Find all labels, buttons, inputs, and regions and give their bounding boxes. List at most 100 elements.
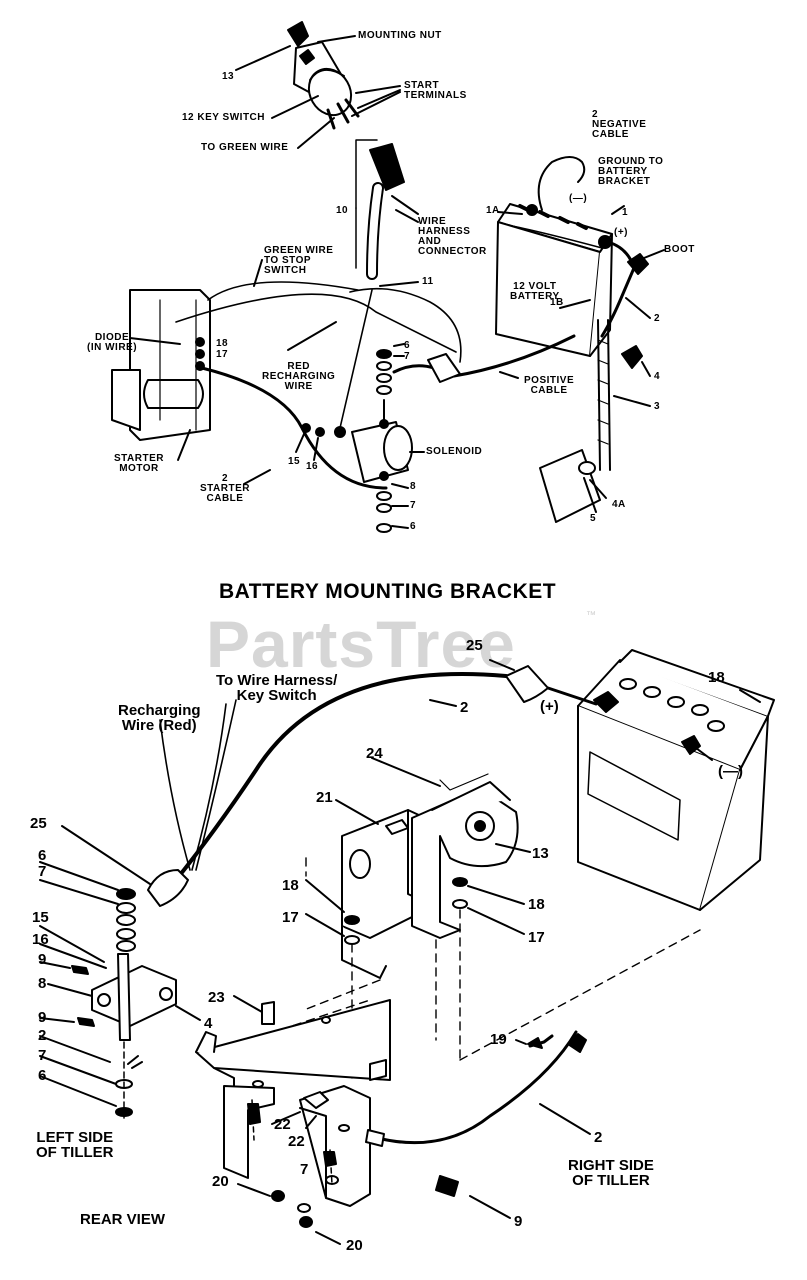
leader-19 bbox=[515, 1039, 527, 1045]
leader-mounting-nut bbox=[317, 35, 356, 43]
callout-negative-bottom: (—) bbox=[718, 763, 743, 780]
leader-2-right bbox=[539, 1103, 591, 1135]
leader-6-left bbox=[39, 1075, 117, 1107]
label-left-side: LEFT SIDE OF TILLER bbox=[36, 1129, 114, 1161]
callout-6-top: 6 bbox=[404, 340, 411, 351]
leader-9-bottom bbox=[469, 1195, 511, 1219]
callout-negative-top: (—) bbox=[569, 193, 588, 204]
callout-15-left: 15 bbox=[32, 909, 49, 926]
callout-20-bottom: 20 bbox=[346, 1237, 363, 1254]
callout-23: 23 bbox=[208, 989, 225, 1006]
leader-1a bbox=[497, 211, 523, 215]
leader-24 bbox=[371, 757, 441, 787]
leader-green-wire-stop bbox=[253, 259, 263, 287]
callout-15-top: 15 bbox=[288, 456, 301, 467]
leader-20-bottom bbox=[315, 1231, 341, 1245]
callout-17-left-bracket: 17 bbox=[282, 909, 299, 926]
leader-5 bbox=[583, 477, 597, 513]
callout-positive-bottom: (+) bbox=[540, 698, 559, 715]
leader-25-left bbox=[61, 825, 151, 885]
callout-13-top: 13 bbox=[222, 71, 235, 82]
leader-3 bbox=[613, 395, 651, 407]
callout-18-top: 18 bbox=[216, 338, 229, 349]
red-recharging-wire bbox=[175, 293, 457, 353]
callout-8-left: 8 bbox=[38, 975, 47, 992]
left-bracket-drawing bbox=[71, 953, 177, 1041]
callout-25-top-bottom: 25 bbox=[466, 637, 483, 654]
callout-6-left-b: 6 bbox=[38, 1067, 47, 1084]
starter-motor-drawing bbox=[111, 289, 211, 441]
leader-harness bbox=[391, 195, 419, 223]
label-to-wire-harness: To Wire Harness/ Key Switch bbox=[216, 672, 338, 704]
callout-3-top: 3 bbox=[654, 401, 661, 412]
watermark-brand: PartsTree bbox=[206, 607, 516, 681]
label-to-green-wire: TO GREEN WIRE bbox=[201, 142, 289, 153]
callout-25-left: 25 bbox=[30, 815, 47, 832]
callout-2-top: 2 bbox=[654, 313, 661, 324]
leader-4a bbox=[589, 479, 607, 499]
callout-6b-top: 6 bbox=[410, 521, 417, 532]
callout-20-left: 20 bbox=[212, 1173, 229, 1190]
leader-13 bbox=[235, 45, 291, 71]
callout-9-left-b: 9 bbox=[38, 1009, 47, 1026]
bottom-battery-drawing bbox=[577, 649, 775, 911]
callout-16-top: 16 bbox=[306, 461, 319, 472]
leader-1 bbox=[611, 205, 625, 215]
leader-15-16-left bbox=[39, 925, 107, 969]
green-wire bbox=[207, 281, 359, 301]
leader-start-terminals bbox=[351, 85, 401, 117]
leader-2-top-bottom bbox=[429, 699, 457, 707]
leader-starter-motor bbox=[177, 429, 191, 461]
leader-starter-cable bbox=[243, 469, 271, 485]
harness-wire-1 bbox=[195, 699, 237, 871]
leader-8-left bbox=[47, 983, 93, 997]
label-positive-cable: POSITIVE CABLE bbox=[524, 375, 575, 396]
leader-23 bbox=[233, 995, 263, 1013]
leader-4-bottom bbox=[175, 1005, 201, 1021]
leader-9-left-a bbox=[39, 961, 71, 969]
leader-4 bbox=[641, 361, 651, 377]
recharging-wire bbox=[159, 719, 191, 871]
leader-key-switch bbox=[271, 95, 319, 119]
callout-18-top-bottom: 18 bbox=[708, 669, 725, 686]
leader-13-bottom bbox=[495, 843, 531, 853]
callout-19: 19 bbox=[490, 1031, 507, 1048]
leader-11 bbox=[379, 281, 419, 287]
leader-positive-cable bbox=[499, 371, 519, 379]
leader-18-17-right bbox=[467, 885, 525, 935]
starter-terminal-stack bbox=[195, 337, 205, 371]
callout-4-top: 4 bbox=[654, 371, 661, 382]
leader-25-top bbox=[489, 659, 515, 671]
label-mounting-nut: MOUNTING NUT bbox=[358, 30, 442, 41]
leader-18-top bbox=[739, 689, 761, 703]
leader-20-left bbox=[237, 1183, 271, 1197]
leader-boot bbox=[643, 249, 665, 259]
leader-2-left bbox=[39, 1035, 111, 1063]
leader-diode bbox=[129, 337, 181, 345]
label-solenoid: SOLENOID bbox=[426, 446, 483, 457]
callout-positive-top: (+) bbox=[614, 227, 628, 238]
solenoid-bottom-stack bbox=[376, 491, 392, 533]
label-right-side: RIGHT SIDE OF TILLER bbox=[568, 1157, 654, 1189]
leader-22 bbox=[271, 1111, 317, 1129]
callout-22-a: 22 bbox=[274, 1116, 291, 1133]
label-ground-to-battery: GROUND TO BATTERY BRACKET bbox=[598, 156, 664, 187]
leader-2-top bbox=[625, 297, 651, 319]
callout-4-bottom: 4 bbox=[204, 1015, 213, 1032]
leader-18-17-left bbox=[305, 879, 345, 937]
callout-1b: 1B bbox=[550, 297, 564, 308]
callout-2-cable-top: 2 bbox=[460, 699, 469, 716]
callout-7-bottom: 7 bbox=[300, 1161, 309, 1178]
leader-8-7-6 bbox=[391, 483, 409, 529]
label-key-switch: 12 KEY SWITCH bbox=[182, 112, 265, 123]
label-start-terminals: START TERMINALS bbox=[404, 80, 467, 101]
solenoid-drawing bbox=[334, 399, 413, 483]
key-switch-drawing bbox=[287, 21, 360, 130]
callout-9-left-a: 9 bbox=[38, 951, 47, 968]
label-boot: BOOT bbox=[664, 244, 695, 255]
label-starter-motor: STARTER MOTOR bbox=[114, 453, 164, 474]
callout-13-bottom: 13 bbox=[532, 845, 549, 862]
label-diode: DIODE (IN WIRE) bbox=[87, 332, 138, 353]
label-negative-cable: 2 NEGATIVE CABLE bbox=[592, 109, 647, 140]
